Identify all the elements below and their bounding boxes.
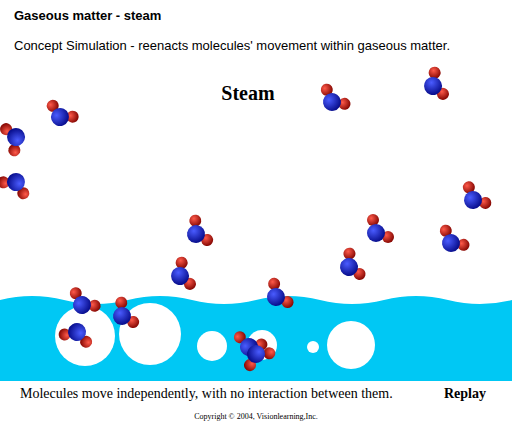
water-molecule xyxy=(320,80,352,113)
atom xyxy=(266,287,286,307)
atom xyxy=(421,74,444,97)
atom xyxy=(4,125,27,148)
water-molecule xyxy=(421,65,456,101)
atom xyxy=(463,190,483,210)
water-molecule xyxy=(439,221,471,254)
atom xyxy=(4,170,27,193)
title: Gaseous matter - steam xyxy=(14,8,161,23)
water-molecule xyxy=(185,214,217,247)
atom xyxy=(186,224,207,245)
subtitle: Concept Simulation - reenacts molecules'… xyxy=(14,36,484,55)
copyright: Copyright © 2004, Visionlearning,Inc. xyxy=(0,412,512,421)
water-molecule xyxy=(68,282,102,317)
caption: Molecules move independently, with no in… xyxy=(20,386,393,402)
water-molecule xyxy=(338,246,372,281)
atom xyxy=(367,224,385,242)
atom xyxy=(112,306,133,327)
water-molecule xyxy=(0,121,28,157)
atom xyxy=(168,264,191,287)
atom xyxy=(48,105,71,128)
water-molecule xyxy=(243,343,276,375)
water-molecule xyxy=(266,277,295,308)
atom xyxy=(246,344,267,365)
water-molecule xyxy=(367,214,394,243)
bubbles xyxy=(55,303,375,369)
water-molecules xyxy=(0,65,492,375)
water-molecule xyxy=(462,180,491,211)
atom xyxy=(441,233,462,254)
atom xyxy=(338,256,360,278)
water-molecule xyxy=(56,319,94,358)
atom xyxy=(65,320,90,345)
atom xyxy=(71,294,93,316)
replay-button: Replay xyxy=(444,386,486,402)
water-molecule xyxy=(111,296,143,329)
water-molecule xyxy=(168,255,203,291)
atom xyxy=(322,92,343,113)
water-molecule xyxy=(45,93,80,129)
water-molecule xyxy=(0,170,31,206)
steam-label: Steam xyxy=(198,82,298,105)
